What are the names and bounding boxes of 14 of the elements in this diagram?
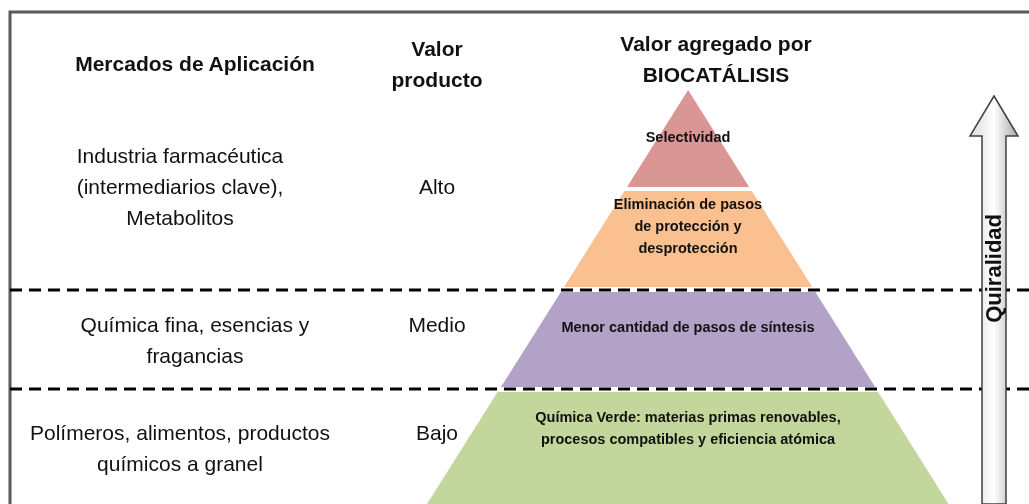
column-heading: Valor producto <box>390 36 484 93</box>
table-text: Industria farmacéutica (intermediarios clave), Metabolitos <box>75 143 285 231</box>
column-heading: Mercados de Aplicación <box>74 51 316 77</box>
table-text: Polímeros, alimentos, productos químicos a granel <box>30 420 330 477</box>
tier-text: Eliminación de pasos de protección y desprotección <box>612 195 764 258</box>
table-text: Química fina, esencias y fragancias <box>79 312 311 369</box>
tier-text: Menor cantidad de pasos de síntesis <box>560 318 816 337</box>
tier-text: Selectividad <box>644 128 732 147</box>
tier-text: Química Verde: materias primas renovables, procesos compatibles y eficiencia atómica <box>534 408 842 449</box>
table-text: Bajo <box>415 420 459 446</box>
vertical-label: Quiralidad <box>981 214 1007 323</box>
table-text: Medio <box>407 312 467 338</box>
table-text: Alto <box>417 174 457 200</box>
column-heading: Valor agregado por BIOCATÁLISIS <box>619 31 813 88</box>
